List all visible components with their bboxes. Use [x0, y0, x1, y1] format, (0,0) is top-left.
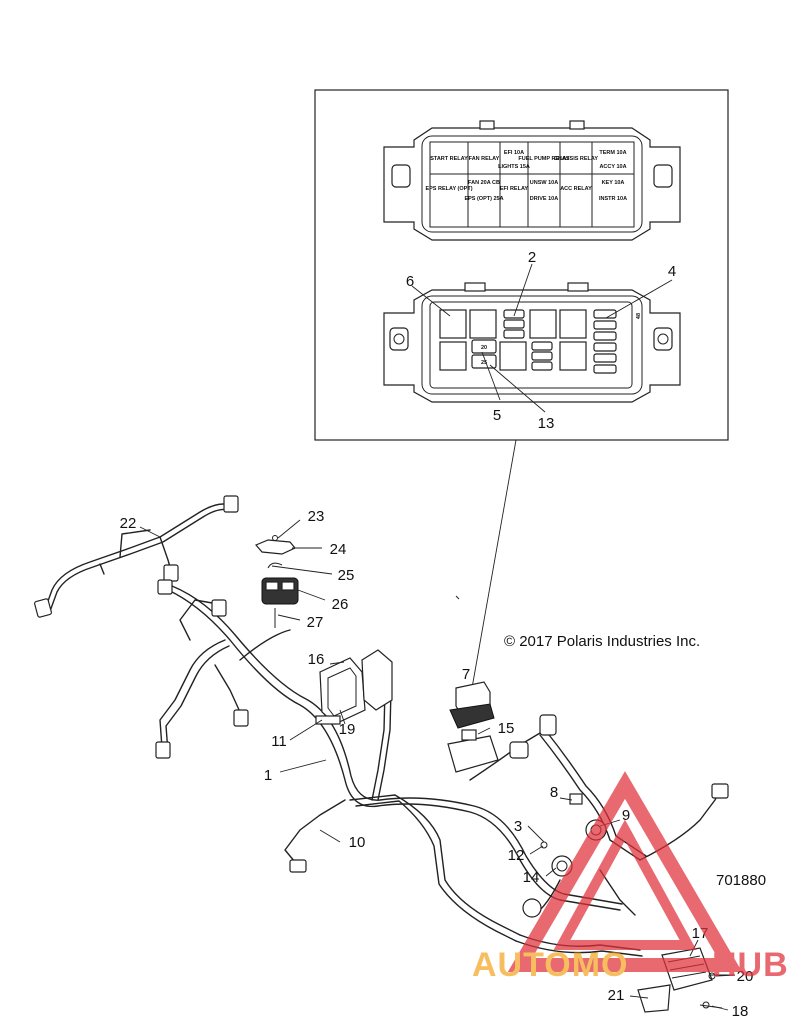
callout-15: 15: [498, 720, 515, 737]
callout-22: 22: [120, 515, 137, 532]
main-harness: [43, 503, 721, 957]
legend-eps-relay: EPS RELAY (OPT): [425, 186, 472, 192]
ecu-module: [315, 649, 393, 725]
callout-3: 3: [514, 818, 522, 835]
watermark: AUTOMO HUB: [472, 771, 789, 984]
callout-27: 27: [307, 614, 324, 631]
callout-13: 13: [538, 415, 555, 432]
callout-20: 20: [737, 968, 754, 985]
fuse-legend-labels: START RELAY FAN RELAY EFI 10A LIGHTS 15A…: [425, 150, 627, 202]
fuse-25-label: 25: [481, 360, 487, 366]
legend-fan-20a-cb: FAN 20A CB: [468, 180, 500, 186]
inset-leaders: [411, 263, 673, 689]
legend-lights-15a: LIGHTS 15A: [498, 164, 530, 170]
callout-8: 8: [550, 784, 558, 801]
callout-10: 10: [349, 834, 366, 851]
detail-inset-frame: [314, 89, 729, 441]
watermark-triangle-inner: [553, 819, 697, 950]
callout-1: 1: [264, 767, 272, 784]
side-mark-label: 48: [636, 313, 642, 319]
callout-14: 14: [523, 869, 540, 886]
callout-12: 12: [508, 847, 525, 864]
callout-24: 24: [330, 541, 347, 558]
fuse-box-installed: [447, 681, 499, 773]
callout-19: 19: [339, 721, 356, 738]
legend-unsw-10a: UNSW 10A: [530, 180, 558, 186]
relay-cluster: [255, 535, 299, 628]
legend-chassis-relay: CHASSIS RELAY: [554, 156, 598, 162]
fuse-box-cover: [383, 120, 681, 241]
callout-25: 25: [338, 567, 355, 584]
legend-key-10a: KEY 10A: [602, 180, 625, 186]
callout-5: 5: [493, 407, 501, 424]
legend-eps-25a: EPS (OPT) 25A: [464, 196, 503, 202]
callout-21: 21: [608, 987, 625, 1004]
callout-26: 26: [332, 596, 349, 613]
callout-labels: 2 4 6 5 13 22 23 24 25 26 27 16 7 11 19 …: [120, 249, 754, 1020]
diagram-number: 701880: [716, 872, 766, 889]
copyright-text: © 2017 Polaris Industries Inc.: [504, 633, 700, 650]
legend-instr-10a: INSTR 10A: [599, 196, 627, 202]
callout-18: 18: [732, 1003, 749, 1020]
watermark-triangle-outer: [507, 771, 743, 972]
legend-acc-relay: ACC RELAY: [560, 186, 592, 192]
fuse-20-label: 20: [481, 345, 487, 351]
legend-fan-relay: FAN RELAY: [469, 156, 500, 162]
callout-23: 23: [308, 508, 325, 525]
callout-9: 9: [622, 807, 630, 824]
legend-drive-10a: DRIVE 10A: [530, 196, 558, 202]
legend-start-relay: START RELAY: [430, 156, 468, 162]
legend-accy-10a: ACCY 10A: [599, 164, 626, 170]
callout-2: 2: [528, 249, 536, 266]
callout-4: 4: [668, 263, 676, 280]
callout-11: 11: [271, 733, 287, 750]
connectors: [34, 495, 729, 873]
watermark-text-right: HUB: [712, 946, 789, 984]
main-leaders: [139, 519, 736, 1011]
legend-efi-relay: EFI RELAY: [500, 186, 529, 192]
legend-fuel-pump-relay: FUEL PUMP RELAY: [518, 156, 570, 162]
legend-efi-10a: EFI 10A: [504, 150, 524, 156]
callout-6: 6: [406, 273, 414, 290]
callout-16: 16: [308, 651, 325, 668]
legend-term-10a: TERM 10A: [599, 150, 626, 156]
callout-7: 7: [462, 666, 470, 683]
watermark-text-left: AUTOMO: [472, 946, 628, 984]
